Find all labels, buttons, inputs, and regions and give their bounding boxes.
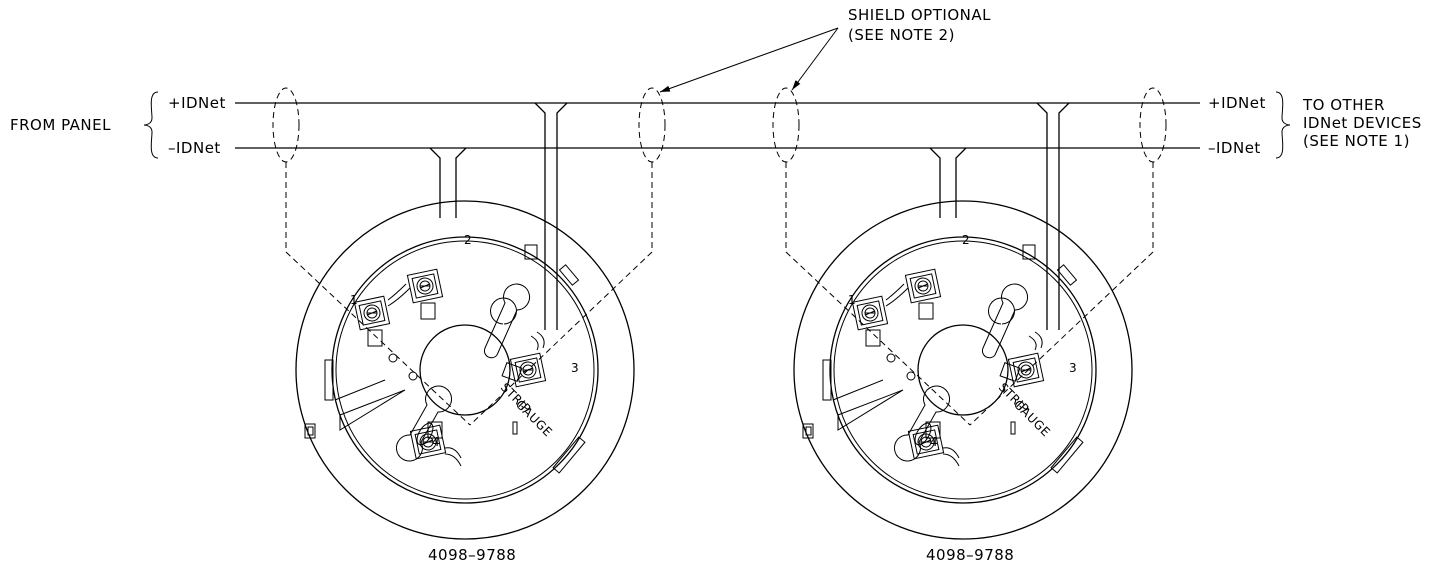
base1-minus-out-wire — [455, 147, 467, 218]
base1-terminal-3-label: 3 — [571, 361, 579, 375]
right-brace — [1275, 91, 1291, 159]
shield-arrow-1 — [659, 27, 839, 93]
base2-part-number: 4098–9788 — [926, 546, 1014, 564]
left-minus-idnet-label: –IDNet — [168, 139, 221, 157]
base1-part-number: 4098–9788 — [428, 546, 516, 564]
shield-ellipse-3 — [772, 87, 800, 163]
base2-shield-wire-out — [969, 162, 1154, 426]
base2-minus-out-wire — [955, 147, 967, 218]
detector-base-2 — [794, 201, 1132, 539]
base1-plus-in-wire — [534, 102, 546, 330]
base1-shield-wire-in — [285, 162, 471, 426]
base1-terminal-1-label: 1 — [350, 293, 358, 307]
base1-minus-in-wire — [429, 147, 441, 218]
to-other-line-3: (SEE NOTE 1) — [1303, 132, 1410, 150]
base2-minus-in-wire — [929, 147, 941, 218]
left-plus-idnet-label: +IDNet — [168, 94, 226, 112]
shield-optional-line-1: SHIELD OPTIONAL — [848, 6, 991, 24]
base1-shield-wire-out — [469, 162, 653, 426]
from-panel-label: FROM PANEL — [10, 116, 111, 134]
base2-terminal-2-label: 2 — [962, 233, 970, 247]
base2-terminal-3-label: 3 — [1069, 361, 1077, 375]
left-brace — [143, 91, 159, 159]
base1-terminal-4-label: 4 — [432, 435, 440, 449]
base1-terminal-2-label: 2 — [464, 233, 472, 247]
right-minus-idnet-label: –IDNet — [1208, 139, 1261, 157]
shield-ellipse-2 — [638, 87, 666, 163]
shield-ellipse-4 — [1139, 87, 1167, 163]
base2-shield-wire-in — [785, 162, 971, 426]
to-other-line-1: TO OTHER — [1302, 96, 1385, 114]
base2-plus-in-wire — [1036, 102, 1048, 330]
base2-gauge-label: GAUGE — [1011, 397, 1053, 439]
shield-ellipse-1 — [272, 87, 300, 163]
to-other-line-2: IDNet DEVICES — [1303, 114, 1422, 132]
shield-optional-line-2: (SEE NOTE 2) — [848, 26, 955, 44]
base1-plus-out-wire — [556, 102, 568, 330]
base2-plus-out-wire — [1058, 102, 1070, 330]
shield-arrow-2 — [791, 27, 839, 91]
detector-base-1 — [296, 201, 634, 539]
base2-terminal-4-label: 4 — [930, 435, 938, 449]
base1-gauge-label: GAUGE — [513, 397, 555, 439]
right-plus-idnet-label: +IDNet — [1208, 94, 1266, 112]
base2-terminal-1-label: 1 — [848, 293, 856, 307]
